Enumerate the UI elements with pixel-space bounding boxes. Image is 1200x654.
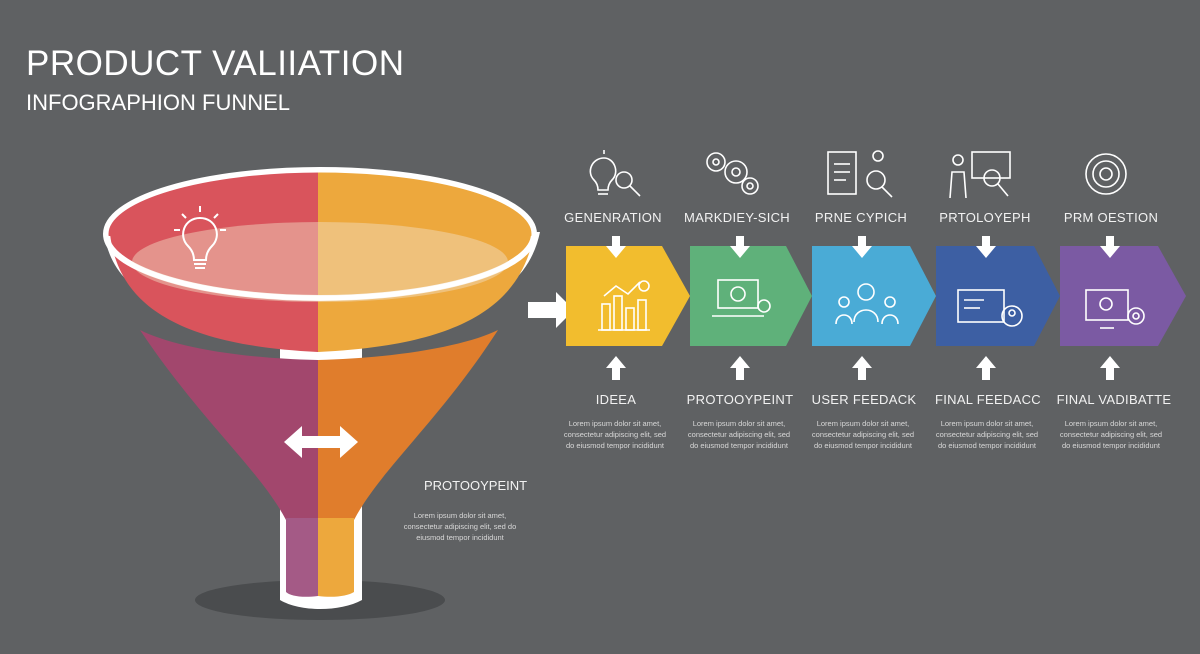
funnel-output-arrow (528, 292, 574, 328)
monitor-gear-icon (1085, 289, 1145, 329)
stage-2-top-label: MARKDIEY-SICH (684, 210, 790, 225)
presenter-icon (949, 151, 1011, 199)
bar-chart-icon (598, 280, 650, 331)
stage-arrows (606, 236, 1120, 380)
stage-5-top-label: PRM OESTION (1063, 210, 1159, 225)
stage-3-bottom-label: USER FEEDACK (811, 392, 917, 407)
stage-5-bottom-label: FINAL VADIBATTE (1056, 392, 1172, 407)
stage-4-description: Lorem ipsum dolor sit amet, consectetur … (935, 419, 1039, 450)
funnel-description: Lorem ipsum dolor sit amet, consectetur … (403, 511, 517, 542)
users-icon (835, 283, 899, 325)
stage-2-description: Lorem ipsum dolor sit amet, consectetur … (687, 419, 791, 450)
stage-5-description: Lorem ipsum dolor sit amet, consectetur … (1059, 419, 1163, 450)
stage-1-top-label: GENENRATION (564, 210, 662, 225)
lightbulb-icon (174, 206, 226, 269)
gears-icon (706, 152, 759, 195)
funnel (103, 167, 540, 609)
stage-3-description: Lorem ipsum dolor sit amet, consectetur … (811, 419, 915, 450)
stage-box-2 (690, 246, 812, 346)
stage-box-5 (1060, 246, 1186, 346)
page-subtitle: INFOGRAPHION FUNNEL (26, 90, 291, 115)
profile-card-icon (957, 289, 1023, 327)
stage-3-top-label: PRNE CYPICH (814, 210, 908, 225)
stage-4-bottom-label: FINAL FEEDACC (935, 392, 1041, 407)
stage-box-1 (566, 246, 690, 346)
double-arrow-icon (284, 426, 358, 458)
stage-1-bottom-label: IDEEA (595, 392, 637, 407)
stage-1-description: Lorem ipsum dolor sit amet, consectetur … (563, 419, 667, 450)
funnel-label: PROTOOYPEINT (424, 478, 528, 493)
page-title: PRODUCT VALIIATION (26, 44, 405, 83)
stage-4-top-label: PRTOLOYEPH (939, 210, 1031, 225)
stage-2-bottom-label: PROTOOYPEINT (686, 392, 794, 407)
stage-box-4 (936, 246, 1060, 346)
document-search-icon (827, 150, 893, 198)
stage-boxes (566, 246, 1186, 346)
stage-box-3 (812, 246, 936, 346)
laptop-icon (712, 279, 771, 317)
target-icon (1085, 153, 1127, 195)
lightbulb-search-icon (589, 150, 641, 197)
